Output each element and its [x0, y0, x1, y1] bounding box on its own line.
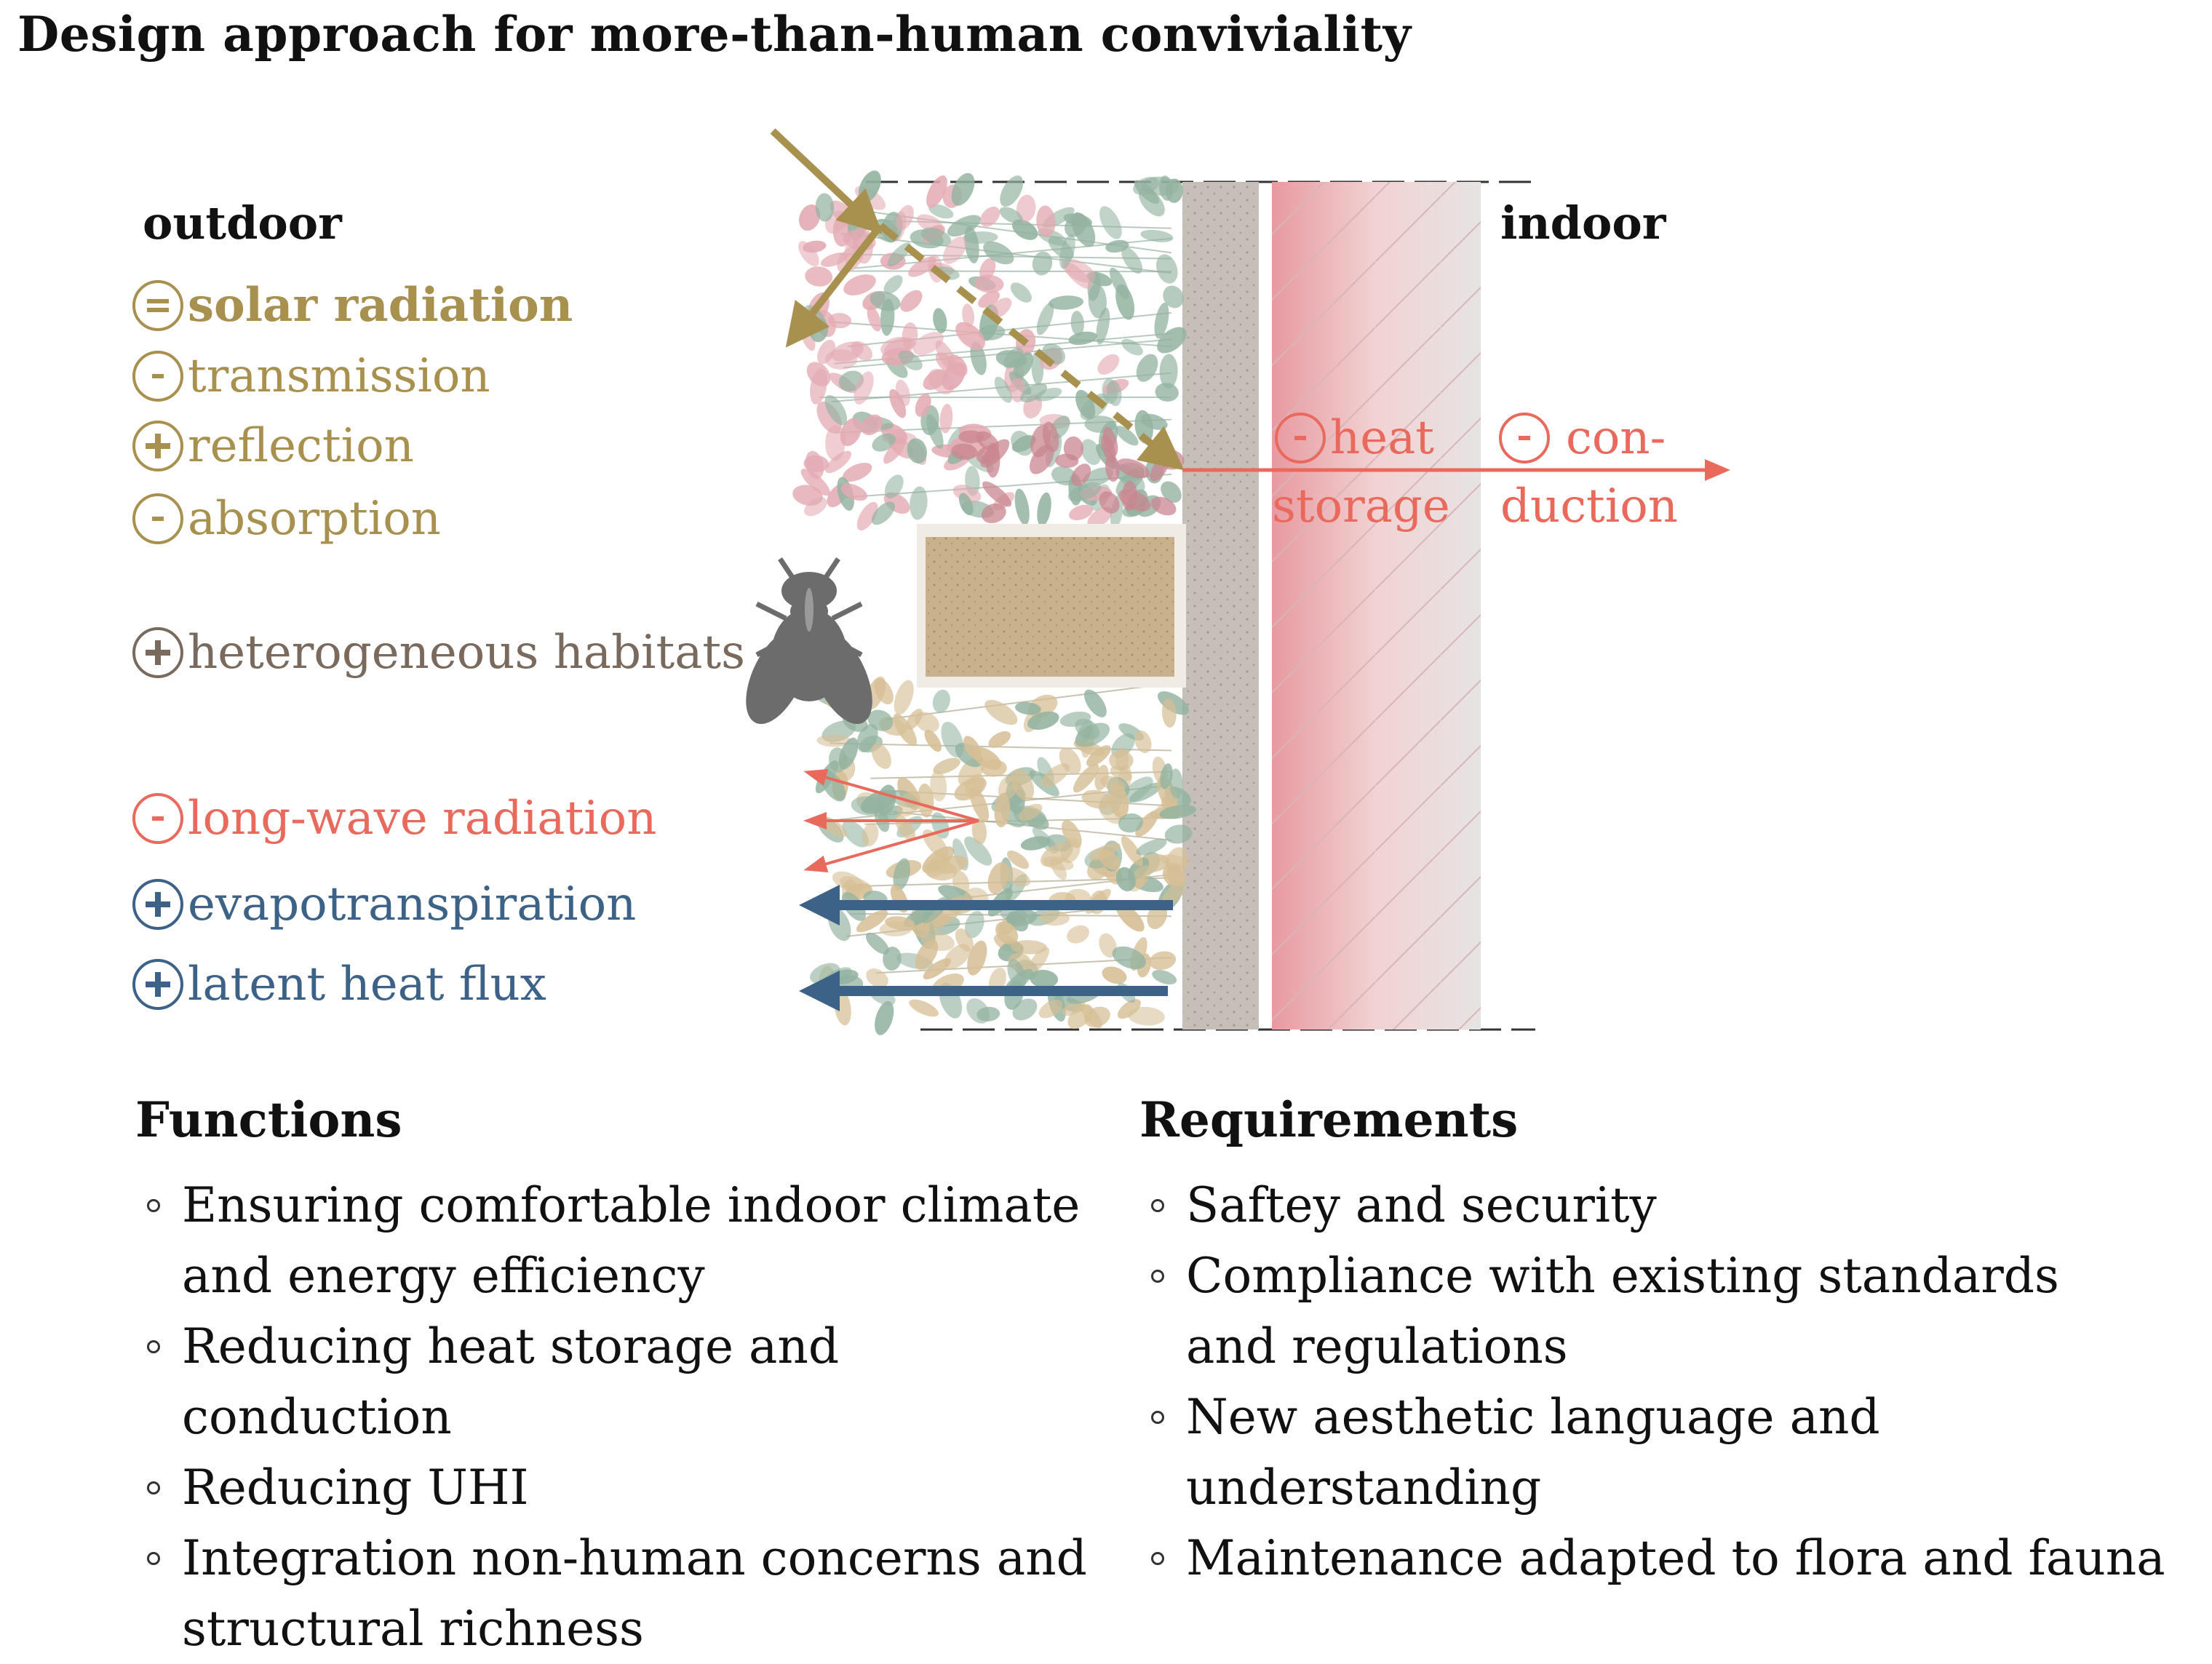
- heat-storage-hatch: [1272, 182, 1481, 1030]
- conduction-label: con-: [1499, 413, 1666, 463]
- leaf: [1147, 949, 1177, 972]
- factor-label: evapotranspiration: [188, 881, 636, 928]
- leaf: [1094, 350, 1123, 378]
- leaf: [804, 265, 834, 287]
- plus-icon: [132, 421, 183, 471]
- requirements-heading: Requirements: [1139, 1091, 1518, 1148]
- leaf: [871, 999, 897, 1038]
- plus-icon: [132, 959, 183, 1010]
- habitat-box-texture: [926, 537, 1174, 677]
- factor-label: absorption: [188, 495, 441, 542]
- heat-label-line1: heat: [1330, 415, 1434, 461]
- leaf: [1153, 252, 1182, 287]
- indoor-label: indoor: [1500, 196, 1666, 250]
- equals-icon: [132, 280, 183, 331]
- requirements-list: Saftey and security Compliance with exis…: [1142, 1170, 2205, 1593]
- factor-label: latent heat flux: [188, 961, 546, 1008]
- leaf: [896, 286, 926, 316]
- leaf: [1139, 228, 1174, 244]
- minus-icon: [132, 493, 183, 544]
- factor-reflection: reflection: [132, 421, 414, 471]
- list-item: Integration non-human concerns and struc…: [138, 1523, 1106, 1664]
- factor-evapotranspiration: evapotranspiration: [132, 879, 636, 930]
- outdoor-label: outdoor: [143, 196, 342, 250]
- factor-latent-heat-flux: latent heat flux: [132, 959, 546, 1010]
- leaf: [981, 695, 1022, 730]
- leaf: [939, 403, 954, 434]
- minus-icon: [132, 793, 183, 844]
- leaf: [1118, 335, 1145, 359]
- list-item: Compliance with existing standards and r…: [1142, 1241, 2132, 1382]
- leaf: [887, 883, 912, 915]
- leaf: [1099, 963, 1129, 987]
- heat-storage-label: heat: [1275, 413, 1434, 463]
- heat-storage-label-line2: storage: [1272, 483, 1450, 530]
- list-item: Maintenance adapted to flora and fauna: [1142, 1523, 2205, 1593]
- leaf: [907, 996, 941, 1020]
- leaf: [890, 677, 918, 717]
- plus-icon: [132, 627, 183, 678]
- leaf: [1067, 330, 1098, 347]
- factor-long-wave-radiation: long-wave radiation: [132, 793, 656, 844]
- factor-solar-radiation: solar radiation: [132, 280, 573, 331]
- conduction-label-line2: duction: [1500, 483, 1678, 530]
- leaf: [1154, 381, 1180, 403]
- minus-icon: [1275, 413, 1326, 463]
- plus-icon: [132, 879, 183, 930]
- list-item: Reducing heat storage and conduction: [138, 1311, 1106, 1452]
- wall-texture: [1182, 182, 1259, 1030]
- minus-icon: [132, 351, 183, 402]
- leaf: [1064, 922, 1092, 947]
- factor-label: reflection: [188, 423, 414, 469]
- list-item: Saftey and security: [1142, 1170, 2205, 1241]
- leaf: [1150, 967, 1179, 987]
- factor-transmission: transmission: [132, 351, 490, 402]
- leaf: [1012, 487, 1032, 526]
- list-item: Ensuring comfortable indoor climate and …: [138, 1170, 1106, 1311]
- list-item: Reducing UHI: [138, 1452, 1106, 1523]
- minus-icon: [1499, 413, 1550, 463]
- page-title: Design approach for more-than-human conv…: [17, 6, 1411, 63]
- factor-label: solar radiation: [188, 282, 573, 329]
- leaf: [1132, 351, 1163, 386]
- insect-icon: [733, 559, 886, 733]
- functions-heading: Functions: [135, 1091, 402, 1148]
- factor-label: long-wave radiation: [188, 795, 656, 842]
- factor-label: transmission: [188, 353, 490, 399]
- conduction-label-line1: con-: [1566, 415, 1666, 461]
- list-item: New aesthetic language and understanding: [1142, 1382, 2205, 1523]
- leaf: [1035, 491, 1053, 527]
- functions-list: Ensuring comfortable indoor climate and …: [138, 1170, 1106, 1664]
- leaf: [1030, 250, 1054, 277]
- leaf: [986, 728, 1014, 751]
- factor-label: heterogeneous habitats: [188, 629, 745, 676]
- factor-heterogeneous-habitats: heterogeneous habitats: [132, 627, 745, 678]
- factor-absorption: absorption: [132, 493, 441, 544]
- leaf: [1095, 203, 1126, 243]
- leaf: [908, 485, 928, 520]
